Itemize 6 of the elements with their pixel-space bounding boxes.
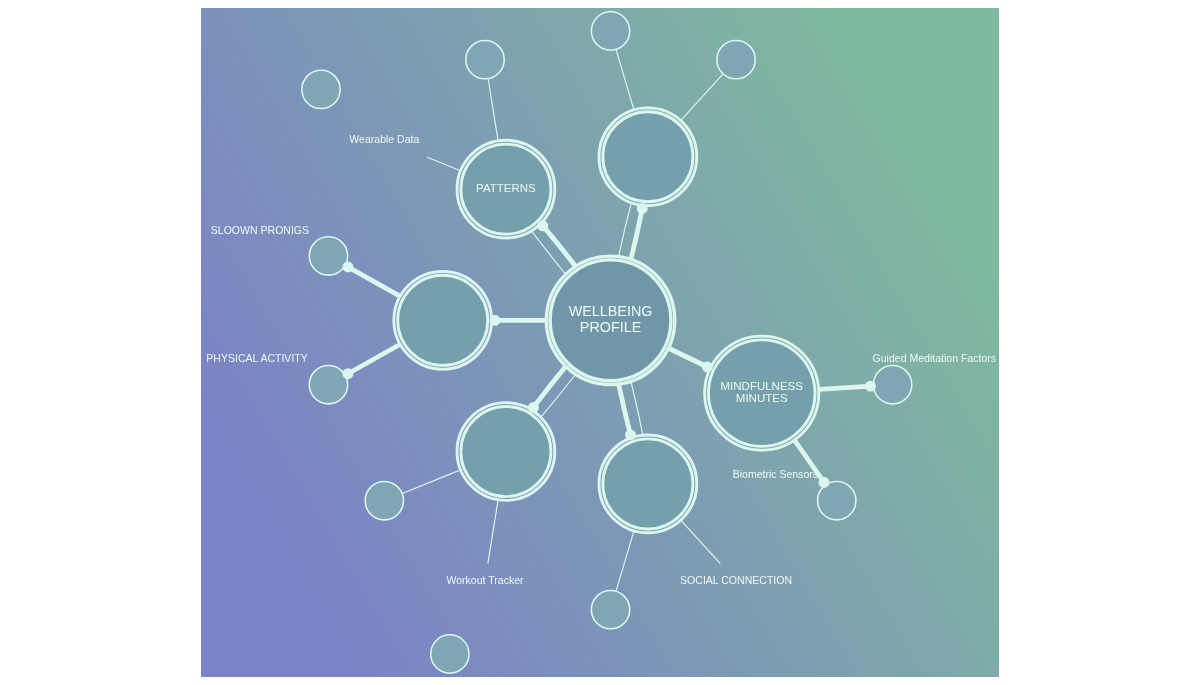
node-label: PHYSICAL ACTIVITY [206,352,308,365]
node-label: Guided Meditation Factors [872,352,997,365]
node-text: Wearable Data [349,132,420,145]
node-label: SLOOWN PRONIGS [210,223,310,236]
node-text: SOCIAL CONNECTION [680,573,793,586]
node-text: Workout Tracker [446,573,524,586]
